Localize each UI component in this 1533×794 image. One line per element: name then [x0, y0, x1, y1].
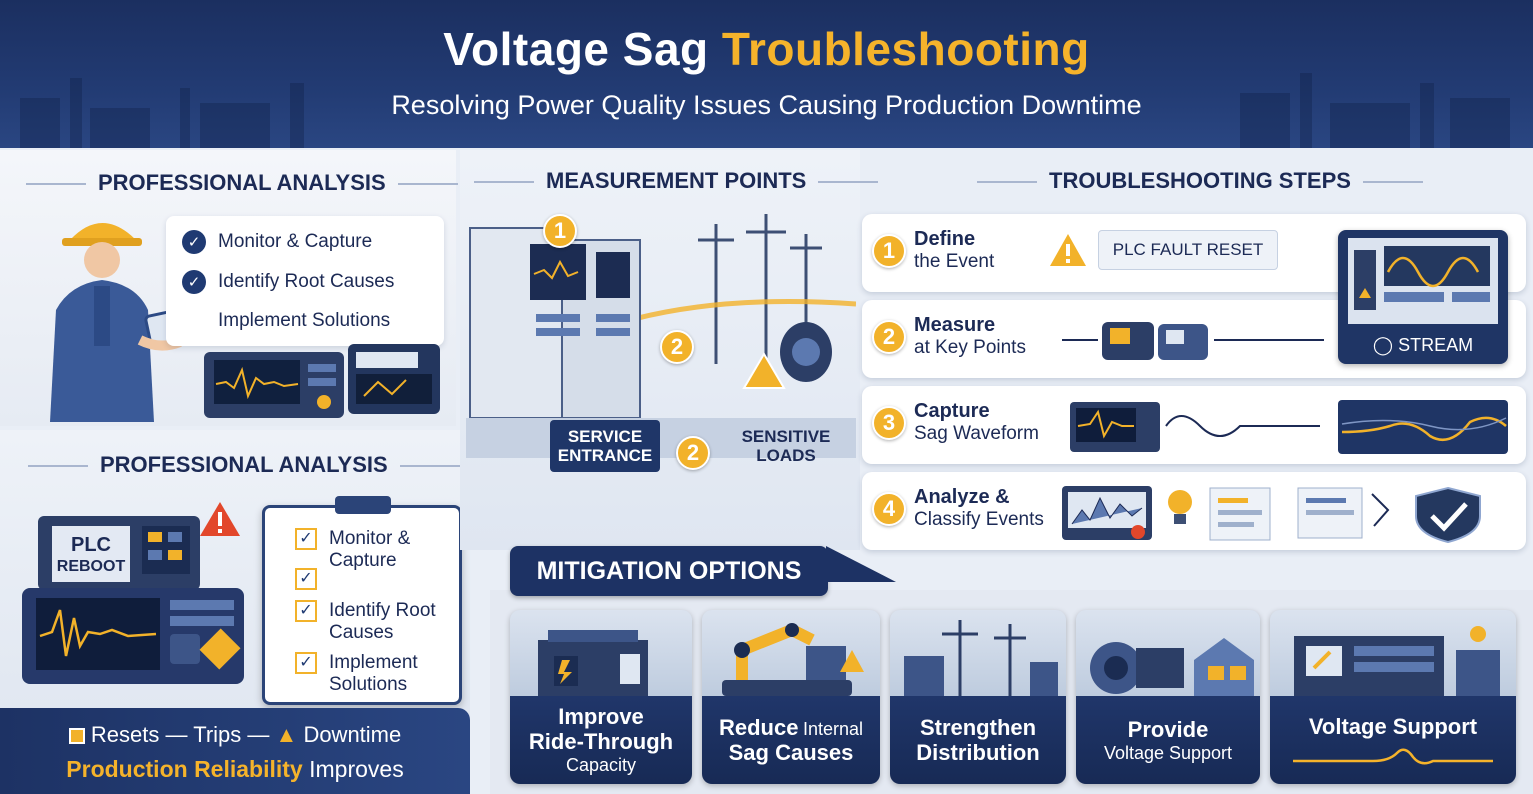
section-heading-professional-analysis-top: PROFESSIONAL ANALYSIS	[14, 170, 444, 196]
warning-icon	[200, 502, 240, 536]
checkbox-icon: ✓	[295, 652, 317, 674]
clipboard-item: ✓ Monitor &Capture	[295, 528, 410, 572]
checkmark-icon: ✓	[182, 230, 206, 254]
step-number: 3	[872, 406, 906, 440]
warning-icon: ▲	[275, 722, 298, 747]
section-heading-measurement-points: MEASUREMENT POINTS	[462, 168, 862, 194]
checkbox-icon: ✓	[295, 568, 317, 590]
mitigation-options-banner: MITIGATION OPTIONS	[510, 546, 828, 596]
mitigation-card-internal-sag: Reduce Internal Sag Causes	[702, 610, 880, 784]
mitigation-card-ride-through: Improve Ride-Through Capacity	[510, 610, 692, 784]
mitigation-card-distribution: Strengthen Distribution	[890, 610, 1066, 784]
analysis-tools-graphic	[1062, 486, 1481, 544]
section-heading-troubleshooting-steps: TROUBLESHOOTING STEPS	[880, 168, 1520, 194]
plc-reboot-screen: PLC REBOOT	[52, 534, 130, 578]
title-main: Voltage Sag	[443, 23, 709, 75]
step-number: 4	[872, 492, 906, 526]
analysis-checklist-top: ✓ Monitor & Capture ✓ Identify Root Caus…	[166, 216, 444, 346]
meter-probe-graphic	[1062, 322, 1324, 360]
plc-reboot-line2: REBOOT	[56, 558, 126, 575]
header-banner: Voltage Sag Troubleshooting Resolving Po…	[0, 0, 1533, 148]
banner-arrow-graphic	[826, 546, 896, 582]
impact-chain: Resets — Trips — ▲ Downtime	[0, 722, 470, 748]
checkbox-icon: ✓	[295, 528, 317, 550]
measurement-marker-2-lower: 2	[676, 436, 710, 470]
stream-analyzer-device: ◯ STREAM	[1338, 230, 1508, 364]
checkmark-icon: ✓	[182, 270, 206, 294]
checklist-item: Implement Solutions	[218, 310, 391, 331]
step-number: 2	[872, 320, 906, 354]
section-heading-professional-analysis-bottom: PROFESSIONAL ANALYSIS	[16, 452, 450, 478]
plc-control-panel-graphic	[22, 516, 244, 684]
page-subtitle: Resolving Power Quality Issues Causing P…	[391, 90, 1142, 120]
power-analyzer-equipment-graphic	[204, 344, 440, 418]
measurement-marker-1: 1	[543, 214, 577, 248]
robotic-arm-icon	[722, 623, 864, 696]
title-accent: Troubleshooting	[721, 23, 1090, 75]
warning-icon	[1050, 234, 1086, 266]
checklist-item: ✓ Identify Root Causes	[182, 270, 394, 294]
motor-building-icon	[1090, 638, 1254, 696]
clipboard-clip	[335, 496, 391, 514]
mitigation-card-provide-voltage: Provide Voltage Support	[1076, 610, 1260, 784]
measurement-scene-graphic	[466, 214, 856, 458]
analyzer-screen-graphic	[1348, 238, 1498, 324]
checkbox-icon: ✓	[295, 600, 317, 622]
reset-icon	[68, 728, 85, 745]
distribution-tower-icon	[904, 620, 1058, 696]
plc-reboot-line1: PLC	[71, 534, 111, 556]
industrial-skyline-graphic	[20, 73, 1510, 148]
page-title: Voltage Sag Troubleshooting	[0, 22, 1533, 76]
ups-substation-icon	[538, 630, 648, 696]
voltage-waveform-glow	[1293, 748, 1493, 764]
checklist-item: ✓ Monitor & Capture	[182, 230, 372, 254]
troubleshooting-step-4: 4 Analyze &Classify Events	[862, 472, 1526, 550]
clipboard-item: ✓	[295, 568, 317, 590]
voltage-support-equipment-icon	[1294, 626, 1500, 696]
mitigation-card-voltage-support: Voltage Support	[1270, 610, 1516, 784]
sag-waveform-graphic	[1070, 400, 1508, 454]
step-number: 1	[872, 234, 906, 268]
stream-icon: ◯	[1372, 335, 1394, 355]
stream-label: ◯ STREAM	[1372, 335, 1474, 355]
impact-footer-bar: Resets — Trips — ▲ Downtime Production R…	[0, 708, 470, 794]
plc-fault-reset-display: PLC FAULT RESET	[1098, 230, 1278, 270]
impact-outcome: Production Reliability Improves	[66, 756, 404, 782]
measurement-marker-2: 2	[660, 330, 694, 364]
